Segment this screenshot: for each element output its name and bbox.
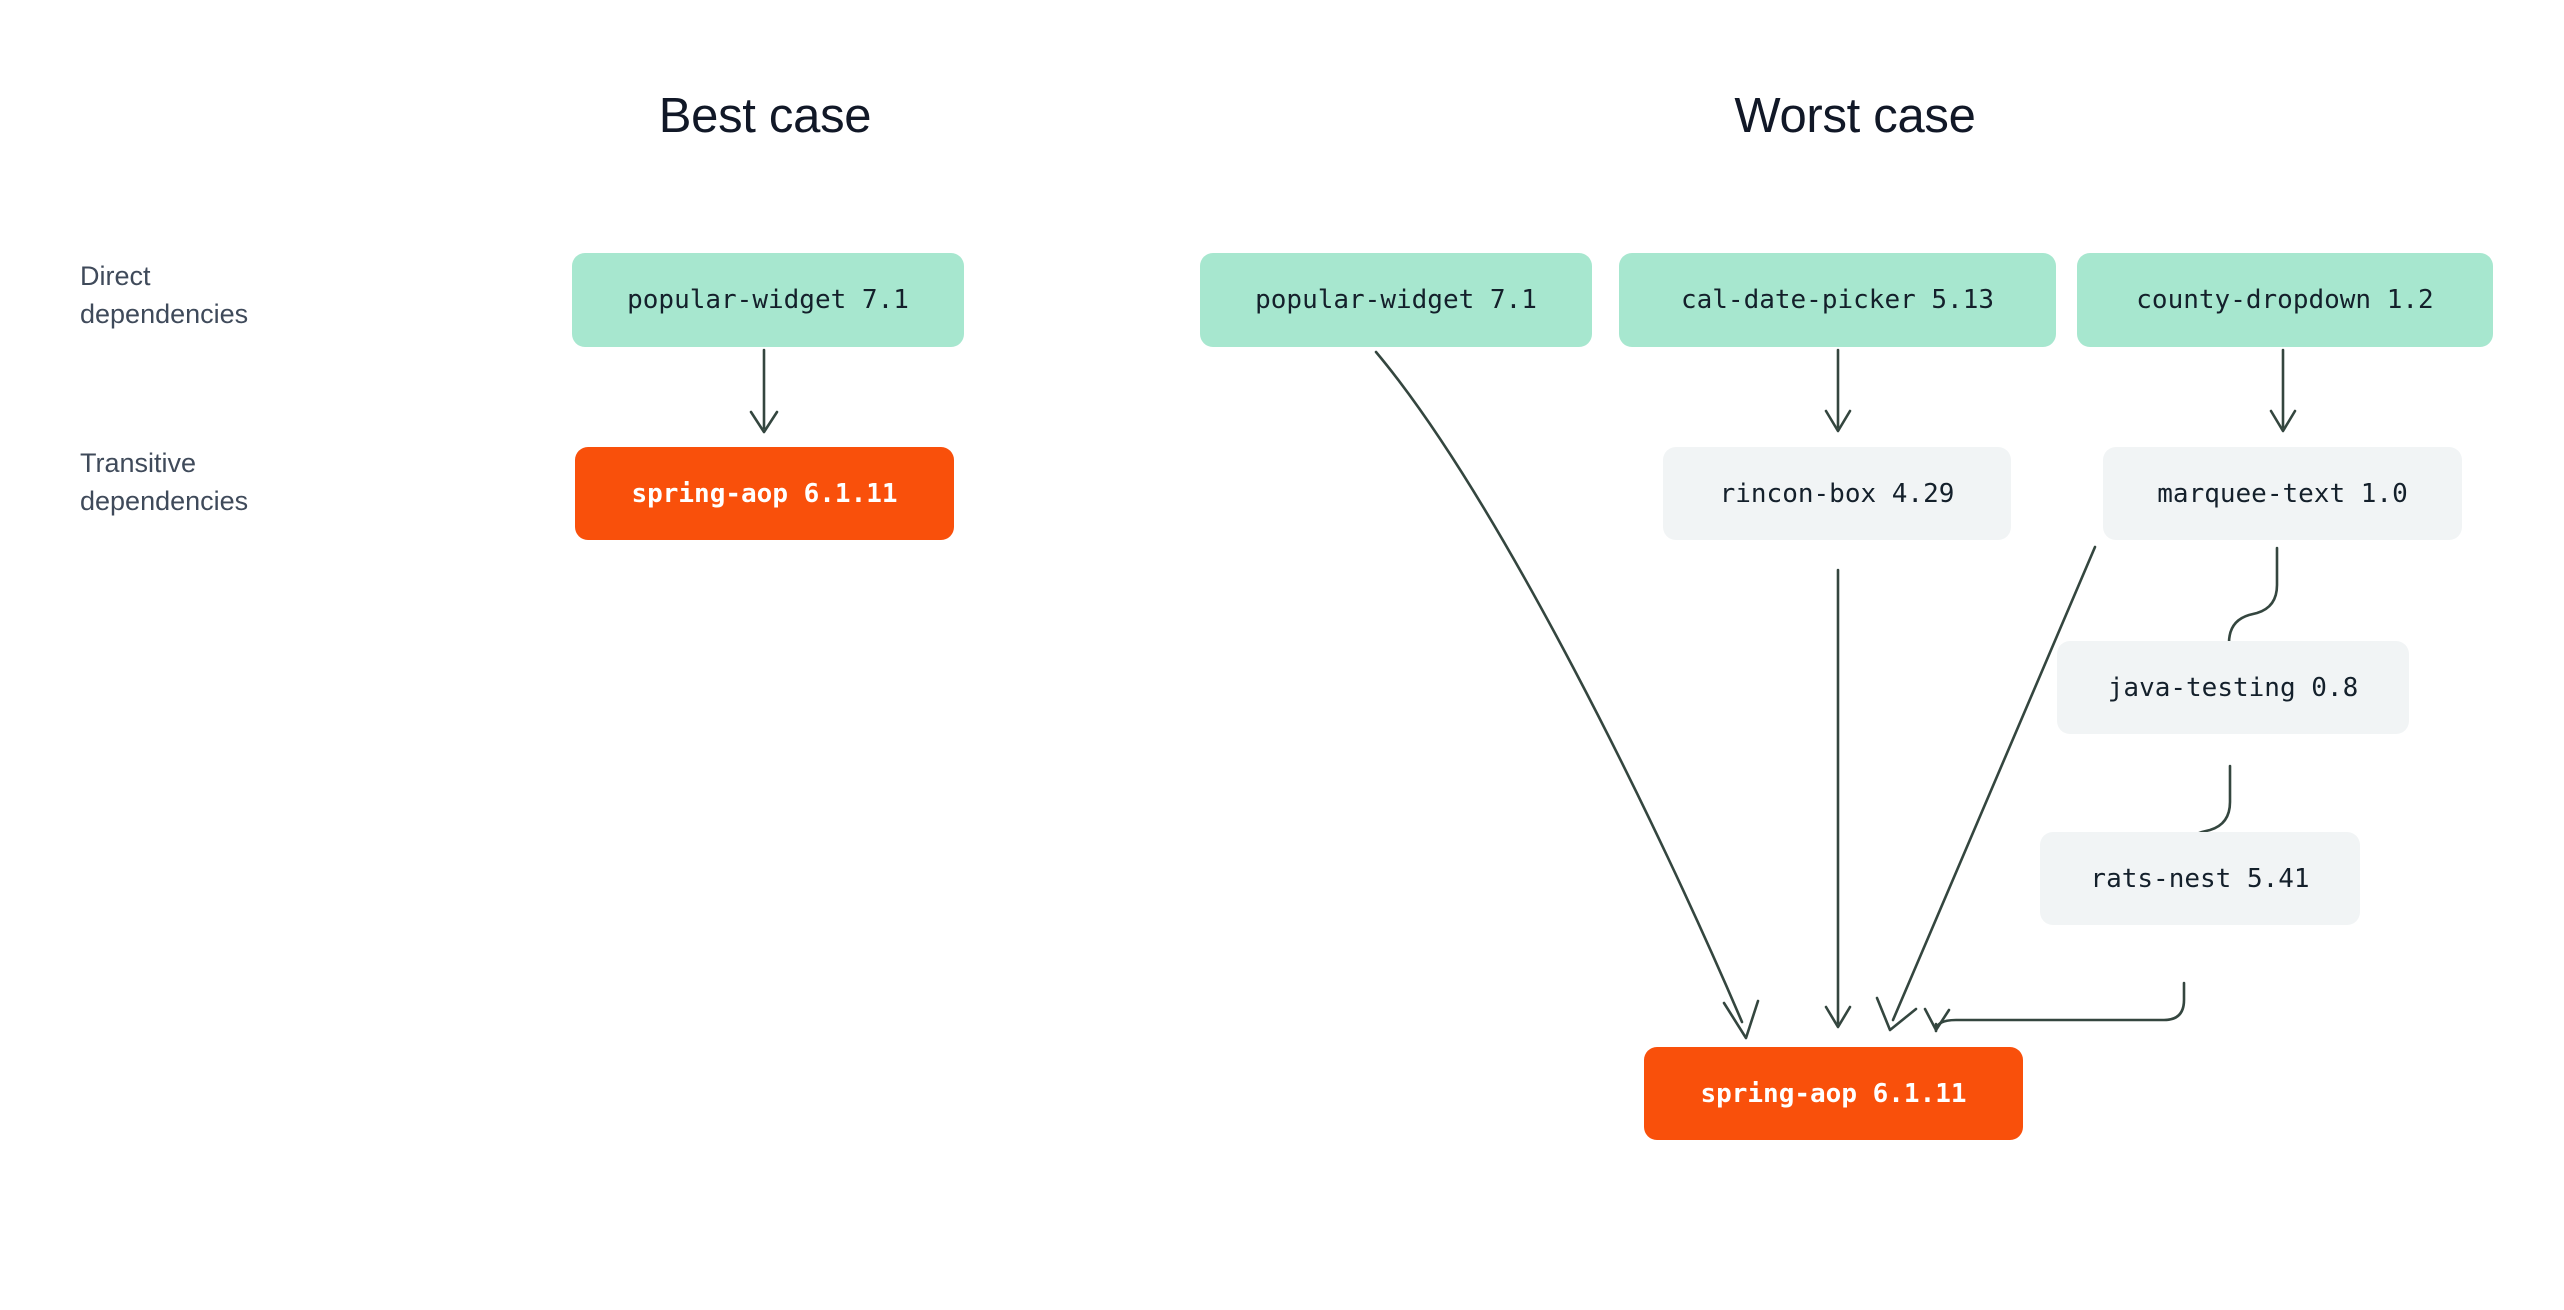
arrowhead-wc-rincon-box xyxy=(1824,409,1852,433)
node-wc-java-testing[interactable]: java-testing 0.8 xyxy=(2057,641,2409,734)
node-wc-rincon-box[interactable]: rincon-box 4.29 xyxy=(1663,447,2011,540)
arrowhead-wc-spring-aop-from-rincon-box xyxy=(1824,1005,1852,1029)
arrowhead-wc-spring-aop-from-popular-widget xyxy=(1722,999,1760,1040)
best-case-title: Best case xyxy=(658,89,872,143)
node-wc-county-dropdown[interactable]: county-dropdown 1.2 xyxy=(2077,253,2493,347)
arrowhead-wc-spring-aop-from-rats-nest xyxy=(1923,1007,1951,1032)
arrowhead-wc-spring-aop-from-marquee-text xyxy=(1875,996,1918,1032)
row-label-direct-dependencies: Direct dependencies xyxy=(80,261,249,330)
node-wc-popular-widget[interactable]: popular-widget 7.1 xyxy=(1200,253,1592,347)
node-bc-popular-widget[interactable]: popular-widget 7.1 xyxy=(572,253,964,347)
node-wc-marquee-text[interactable]: marquee-text 1.0 xyxy=(2103,447,2462,540)
node-wc-cal-date-picker[interactable]: cal-date-picker 5.13 xyxy=(1619,253,2056,347)
node-wc-spring-aop[interactable]: spring-aop 6.1.11 xyxy=(1644,1047,2023,1140)
arrowhead-wc-marquee-text xyxy=(2269,409,2297,433)
arrowhead-bc-spring-aop xyxy=(749,410,779,434)
worst-case-title: Worst case xyxy=(1734,89,1976,143)
row-label-transitive-dependencies: Transitive dependencies xyxy=(80,448,249,517)
edge-wc-rats-nest-to-wc-spring-aop xyxy=(1934,981,2186,1033)
node-bc-spring-aop[interactable]: spring-aop 6.1.11 xyxy=(575,447,954,540)
node-wc-rats-nest[interactable]: rats-nest 5.41 xyxy=(2040,832,2360,925)
edge-wc-marquee-text-to-wc-spring-aop xyxy=(1891,545,2097,1022)
